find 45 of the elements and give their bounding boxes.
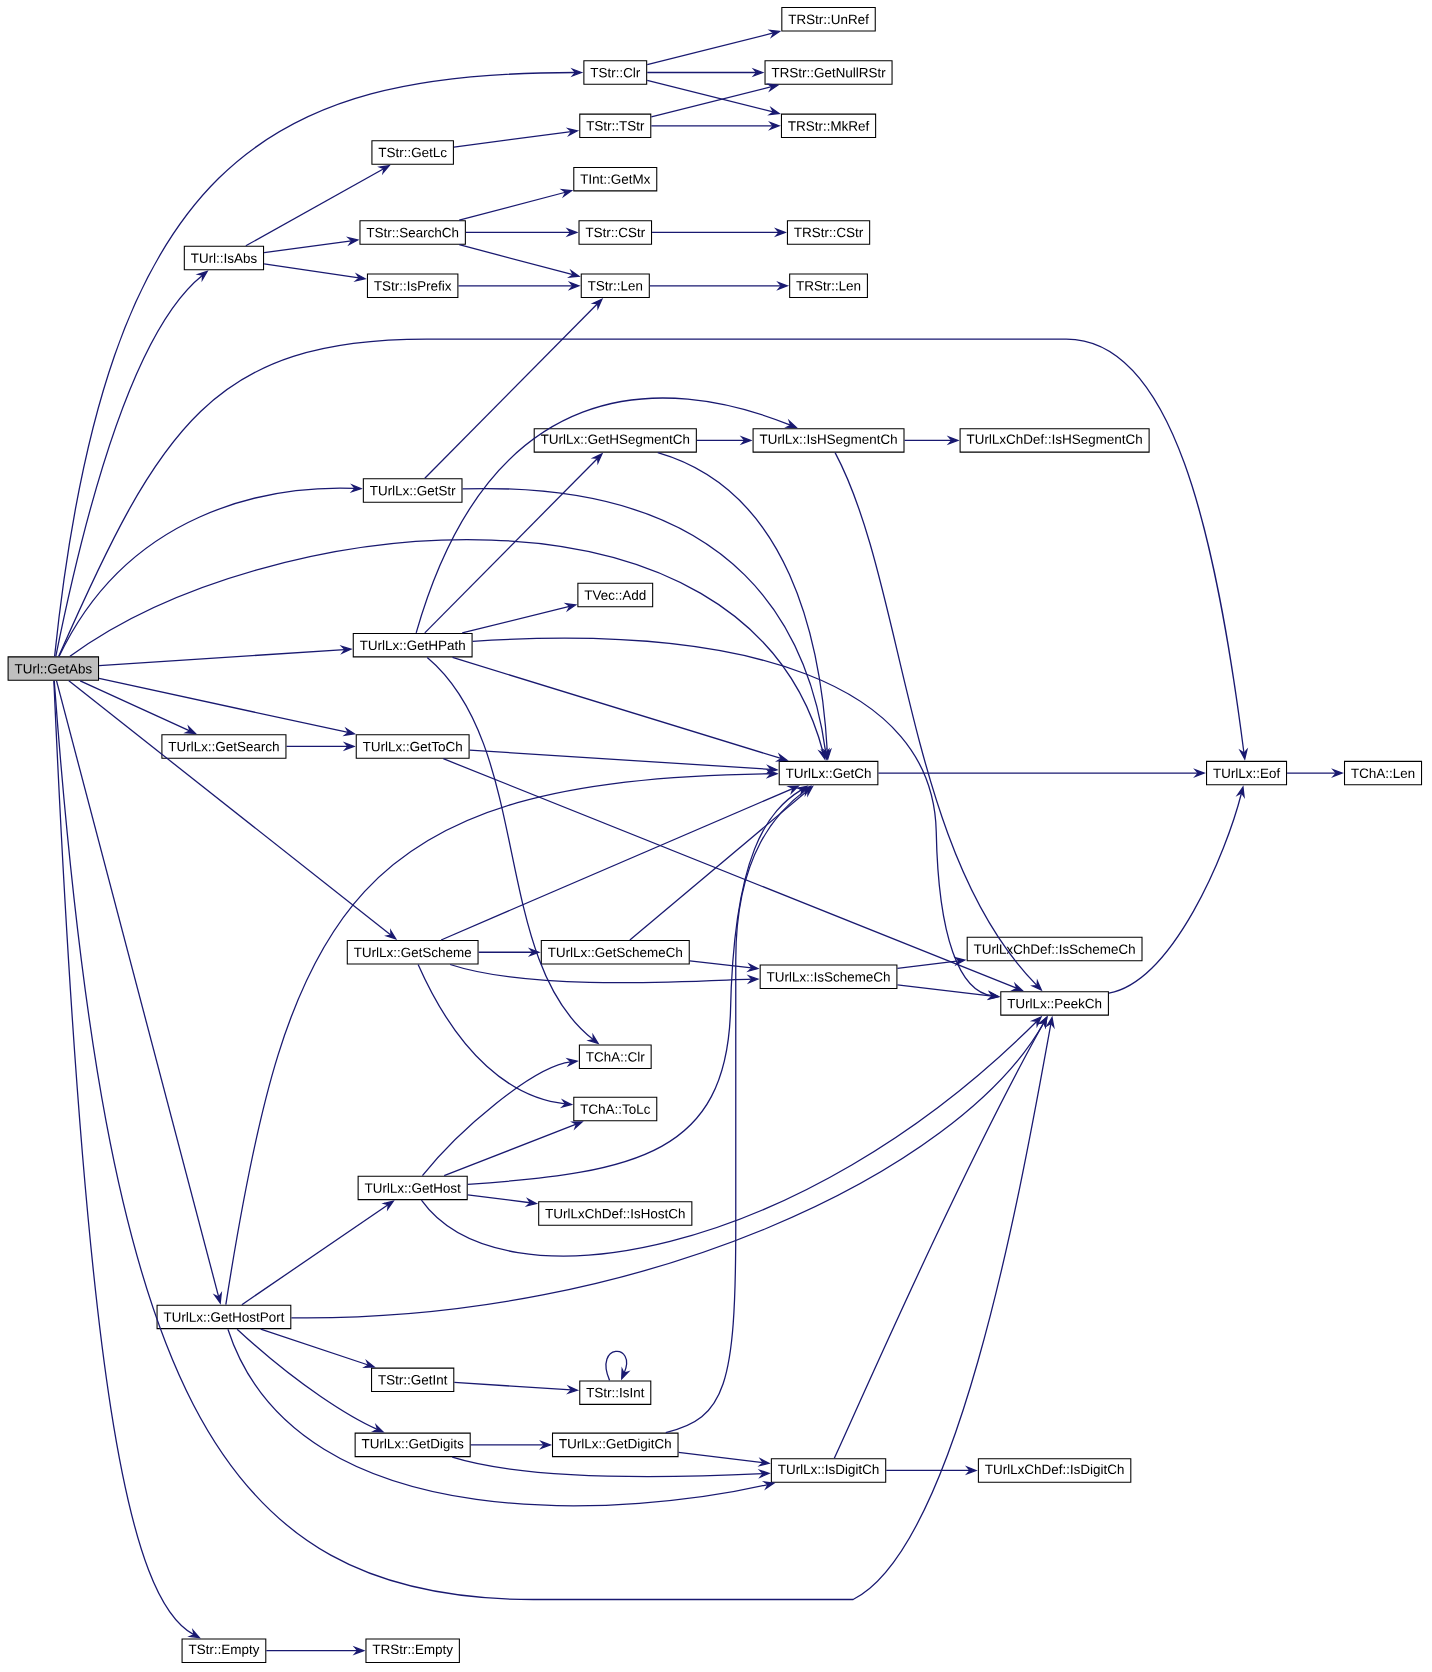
function-box: TRStr::UnRef (781, 6, 876, 32)
function-box: TUrlLx::PeekCh (1000, 991, 1109, 1016)
function-box: TUrlLxChDef::IsHostCh (538, 1201, 693, 1226)
function-box: TStr::Clr (583, 60, 648, 85)
function-box: TStr::GetLc (371, 140, 454, 165)
function-box: TChA::ToLc (573, 1096, 658, 1122)
function-box: TRStr::Empty (365, 1638, 460, 1663)
function-box: TUrlLx::GetCh (778, 760, 879, 786)
function-box: TRStr::MkRef (780, 113, 877, 139)
function-box: TRStr::GetNullRStr (764, 60, 893, 85)
function-box: TInt::GetMx (573, 166, 658, 192)
function-box: TStr::IsPrefix (366, 273, 459, 299)
arrow (629, 785, 814, 941)
function-box: TUrlLx::GetHostPort (156, 1304, 292, 1330)
function-box: TUrlLxChDef::IsHSegmentCh (959, 428, 1150, 453)
function-box: TUrlLx::GetSchemeCh (540, 939, 690, 965)
function-box: TUrlLx::GetDigitCh (551, 1432, 679, 1458)
function-box: TUrlLx::GetSearch (161, 734, 287, 759)
function-box: TUrlLx::Eof (1206, 760, 1288, 786)
function-box: TUrlLx::GetHost (357, 1175, 468, 1201)
function-box: TUrl::GetAbs (7, 656, 100, 681)
function-box: TUrlLx::GetHPath (352, 632, 473, 658)
function-box: TStr::CStr (578, 220, 653, 245)
function-box: TUrlLx::GetDigits (354, 1432, 471, 1458)
function-box: TUrlLx::GetHSegmentCh (533, 428, 697, 453)
function-box: TUrlLx::GetScheme (346, 939, 479, 965)
function-box: TUrlLx::GetStr (362, 478, 463, 503)
function-box: TUrlLx::IsHSegmentCh (752, 428, 905, 453)
function-box: TStr::Len (580, 273, 650, 299)
function-box: TStr::TStr (579, 113, 652, 139)
function-box: TStr::GetInt (371, 1367, 455, 1393)
function-box: TStr::Empty (181, 1638, 267, 1663)
function-box: TRStr::CStr (786, 220, 871, 245)
function-box: TUrl::IsAbs (183, 245, 265, 271)
function-box: TStr::SearchCh (359, 220, 466, 245)
function-box: TChA::Len (1343, 760, 1423, 786)
function-box: TUrlLx::IsDigitCh (770, 1458, 887, 1483)
function-box: TUrlLx::IsSchemeCh (759, 964, 898, 990)
function-box: TUrlLx::GetToCh (355, 734, 470, 759)
arrow (605, 1350, 631, 1381)
function-box: TVec::Add (577, 582, 654, 608)
function-box: TStr::IsInt (579, 1380, 652, 1405)
function-box: TChA::Clr (578, 1044, 652, 1069)
function-box: TUrlLxChDef::IsDigitCh (977, 1458, 1132, 1483)
function-box: TRStr::Len (789, 273, 868, 299)
